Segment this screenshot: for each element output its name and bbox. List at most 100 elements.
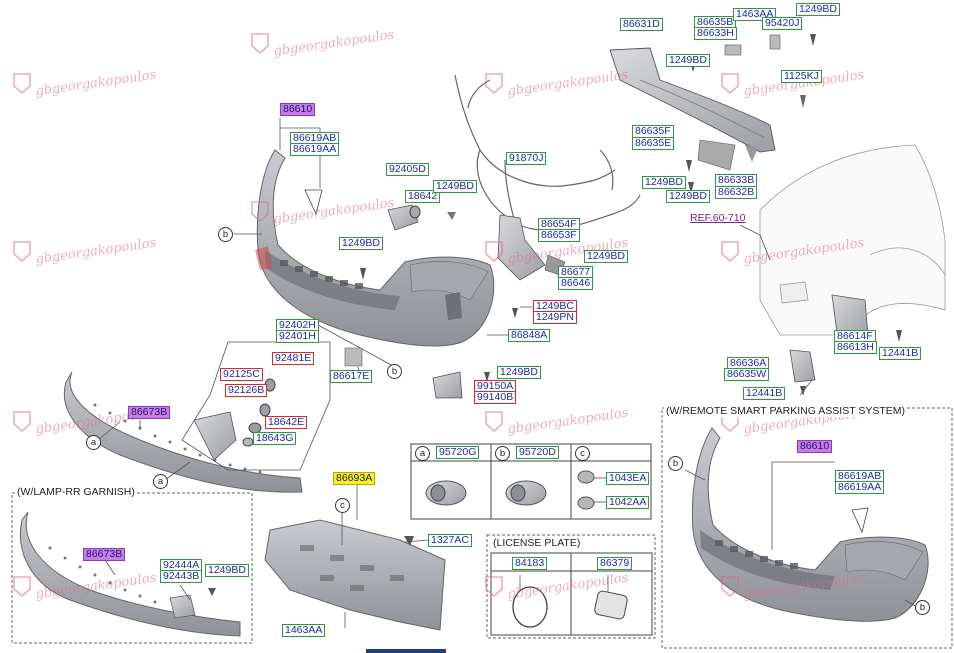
watermark: gbgeorgakopoulos: [250, 195, 395, 227]
part-86673B[interactable]: 86673B: [128, 406, 171, 419]
part-86633H[interactable]: 86633H: [694, 27, 737, 40]
caption-remote-parking: (W/REMOTE SMART PARKING ASSIST SYSTEM): [664, 405, 908, 417]
callout-b-4: b: [915, 600, 930, 615]
part-86693A[interactable]: 86693A: [333, 472, 376, 485]
watermark-logo-icon: [721, 241, 739, 262]
sensor-a: [425, 480, 467, 506]
part-92401H[interactable]: 92401H: [276, 330, 319, 343]
part-86646[interactable]: 86646: [558, 277, 594, 290]
license-lamp-ring: [512, 586, 548, 628]
watermark-logo-icon: [251, 33, 269, 54]
part-12441B-r[interactable]: 12441B: [879, 347, 922, 360]
part-18642[interactable]: 18642: [405, 190, 441, 203]
part-1249BD-a[interactable]: 1249BD: [666, 54, 710, 67]
watermark-logo-icon: [485, 241, 503, 262]
part-1249BD-c[interactable]: 1249BD: [666, 190, 710, 203]
part-86848A[interactable]: 86848A: [508, 329, 551, 342]
watermark-logo-icon: [251, 201, 269, 222]
watermark: gbgeorgakopoulos: [12, 235, 157, 267]
part-86619AA[interactable]: 86619AA: [290, 143, 340, 156]
part-84183[interactable]: 84183: [512, 557, 548, 570]
table-callout-b: b: [495, 446, 510, 461]
watermark: gbgeorgakopoulos: [484, 405, 629, 437]
part-91870J[interactable]: 91870J: [506, 152, 547, 165]
body-quarter-panel: [759, 144, 946, 383]
rear-bumper-main: [255, 149, 495, 347]
license-lamp: [594, 590, 628, 620]
part-1125KJ[interactable]: 1125KJ: [781, 70, 822, 83]
part-1249BD-d[interactable]: 1249BD: [433, 180, 477, 193]
part-86610[interactable]: 86610: [280, 103, 316, 116]
callout-a: a: [86, 435, 101, 450]
sensor-b: [505, 480, 547, 506]
part-86379[interactable]: 86379: [597, 557, 633, 570]
part-92481E[interactable]: 92481E: [272, 352, 315, 365]
part-92126B[interactable]: 92126B: [225, 384, 268, 397]
part-86636A[interactable]: 86636A: [727, 357, 770, 370]
part-92125C[interactable]: 92125C: [220, 368, 263, 381]
part-1042AA[interactable]: 1042AA: [606, 496, 650, 509]
part-86673B-2[interactable]: 86673B: [83, 548, 126, 561]
part-18642E[interactable]: 18642E: [265, 416, 308, 429]
part-95720G[interactable]: 95720G: [436, 446, 480, 459]
part-95720D[interactable]: 95720D: [516, 446, 559, 459]
part-92443B[interactable]: 92443B: [160, 570, 203, 583]
callout-b-2: b: [387, 364, 402, 379]
part-86613H[interactable]: 86613H: [834, 341, 877, 354]
watermark: gbgeorgakopoulos: [12, 67, 157, 99]
watermark-logo-icon: [485, 73, 503, 94]
bumper-beam: [609, 34, 806, 171]
mid-bracket: [344, 214, 566, 399]
part-1249BD-h[interactable]: 1249BD: [205, 564, 249, 577]
callout-c: c: [335, 498, 350, 513]
part-1249BD-f[interactable]: 1249BD: [584, 250, 628, 263]
caption-lamp-garnish: (W/LAMP-RR GARNISH): [15, 486, 137, 498]
table-callout-c: c: [575, 446, 590, 461]
part-95420J[interactable]: 95420J: [762, 17, 803, 30]
part-1043EA[interactable]: 1043EA: [606, 472, 650, 485]
watermark: gbgeorgakopoulos: [250, 27, 395, 59]
part-92405D[interactable]: 92405D: [386, 163, 429, 176]
watermark-logo-icon: [13, 411, 31, 432]
part-1463AA-bot[interactable]: 1463AA: [282, 624, 326, 637]
watermark-logo-icon: [13, 576, 31, 597]
part-86619AA-r[interactable]: 86619AA: [835, 481, 885, 494]
watermark: gbgeorgakopoulos: [484, 67, 629, 99]
callout-b: b: [218, 227, 233, 242]
part-86617E[interactable]: 86617E: [330, 370, 373, 383]
part-86631D[interactable]: 86631D: [620, 18, 663, 31]
watermark: gbgeorgakopoulos: [12, 405, 157, 437]
watermark-logo-icon: [485, 411, 503, 432]
ref-60-710[interactable]: REF.60-710: [690, 212, 746, 224]
part-1249BD-e[interactable]: 1249BD: [339, 237, 383, 250]
watermark: gbgeorgakopoulos: [484, 235, 629, 267]
watermark-logo-icon: [13, 241, 31, 262]
part-12441B-l[interactable]: 12441B: [743, 387, 786, 400]
part-1249BD-g[interactable]: 1249BD: [497, 366, 541, 379]
part-86610-r[interactable]: 86610: [797, 440, 833, 453]
callout-b-3: b: [668, 456, 683, 471]
part-1249BD-top[interactable]: 1249BD: [796, 3, 840, 16]
part-1249BD-b[interactable]: 1249BD: [642, 176, 686, 189]
clip-c: [577, 470, 595, 510]
parking-sensor-92405d: [387, 204, 456, 231]
part-99140B[interactable]: 99140B: [474, 391, 517, 404]
part-1327AC[interactable]: 1327AC: [428, 534, 472, 547]
part-18643G[interactable]: 18643G: [253, 432, 297, 445]
part-86635W[interactable]: 86635W: [724, 368, 770, 381]
part-86653F[interactable]: 86653F: [538, 229, 580, 242]
sensor-bracket-group: [181, 341, 331, 471]
watermark: gbgeorgakopoulos: [484, 570, 629, 602]
under-cover: [264, 519, 446, 631]
caption-license-plate: (LICENSE PLATE): [491, 537, 583, 549]
watermark: gbgeorgakopoulos: [720, 235, 865, 267]
bottom-scroll-indicator[interactable]: [366, 649, 446, 653]
watermark-logo-icon: [485, 576, 503, 597]
part-86632B[interactable]: 86632B: [715, 186, 758, 199]
part-1249PN[interactable]: 1249PN: [533, 311, 577, 324]
watermark-logo-icon: [13, 73, 31, 94]
watermark-logo-icon: [721, 73, 739, 94]
part-86635E[interactable]: 86635E: [632, 137, 675, 150]
